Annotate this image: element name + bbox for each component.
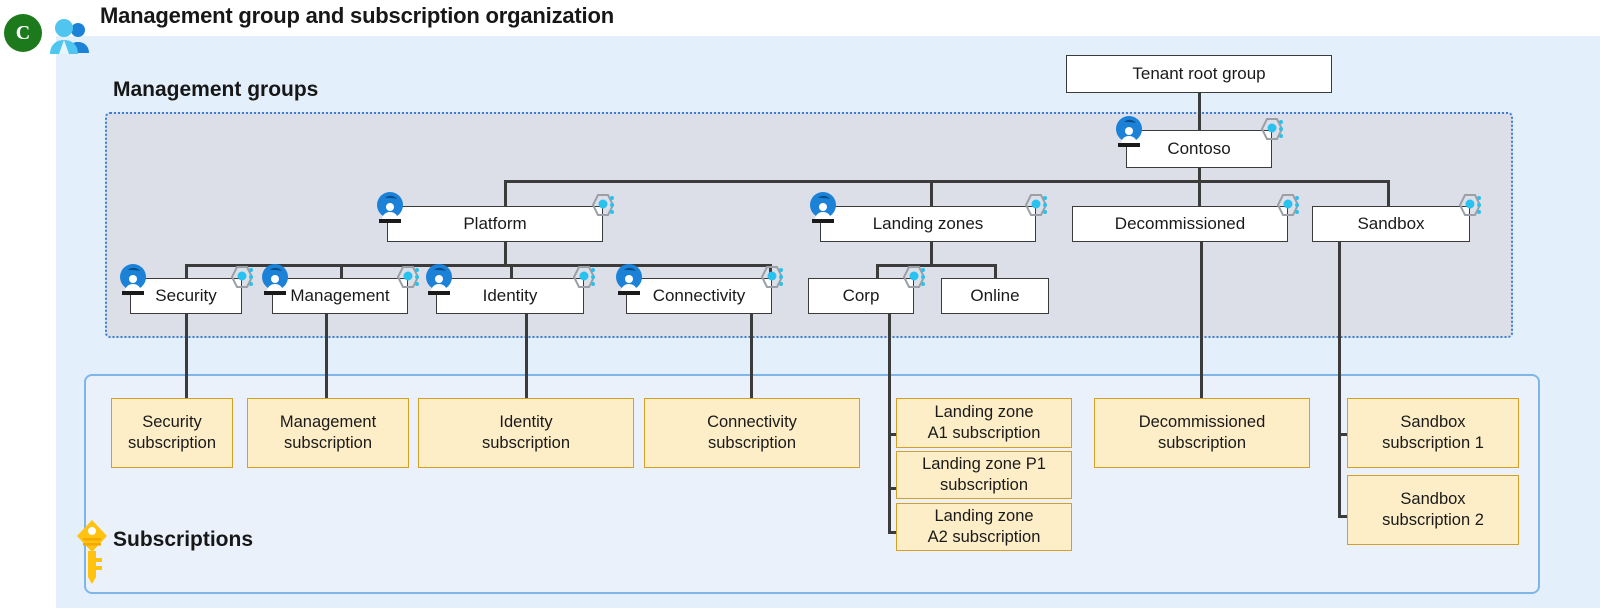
node-platform[interactable]: Platform bbox=[377, 192, 615, 242]
node-contoso[interactable]: Contoso bbox=[1116, 116, 1284, 168]
connector-identity-subscription bbox=[525, 312, 528, 400]
policy-hexagon-icon bbox=[1455, 192, 1485, 222]
node-label: Decommissioned bbox=[1114, 214, 1246, 234]
node-security[interactable]: Security bbox=[120, 264, 254, 314]
connector-drop-identity bbox=[510, 264, 513, 280]
subscription-label: Management subscription bbox=[279, 413, 377, 452]
subscription-management[interactable]: Management subscription bbox=[247, 398, 409, 468]
connector-drop-corp bbox=[876, 264, 879, 280]
connector-drop-security bbox=[185, 264, 188, 280]
connector-decommissioned-subscription bbox=[1200, 240, 1203, 400]
policy-hexagon-icon bbox=[1257, 116, 1287, 146]
node-label: Landing zones bbox=[872, 214, 984, 234]
connector-landingzones-children-bus bbox=[876, 264, 996, 267]
subscription-label: Landing zone A1 subscription bbox=[927, 403, 1041, 442]
rbac-user-icon bbox=[1113, 115, 1145, 147]
connector-drop-platform bbox=[504, 180, 507, 207]
connector-drop-sandbox bbox=[1387, 180, 1390, 207]
rbac-user-icon bbox=[259, 263, 291, 295]
node-label: Identity bbox=[482, 286, 538, 306]
rbac-user-icon bbox=[117, 263, 149, 295]
subscription-label: Decommissioned subscription bbox=[1138, 413, 1266, 452]
connector-level2-bus bbox=[504, 180, 1390, 183]
connector-security-subscription bbox=[185, 312, 188, 400]
subscription-decommissioned[interactable]: Decommissioned subscription bbox=[1094, 398, 1310, 468]
policy-hexagon-icon bbox=[588, 192, 618, 222]
node-connectivity[interactable]: Connectivity bbox=[616, 264, 784, 314]
subscription-landing-zone-a1[interactable]: Landing zone A1 subscription bbox=[896, 398, 1072, 448]
subscription-label: Connectivity subscription bbox=[707, 413, 797, 452]
node-label: Online bbox=[970, 286, 1020, 306]
node-decommissioned[interactable]: Decommissioned bbox=[1072, 194, 1300, 242]
node-landing-zones[interactable]: Landing zones bbox=[810, 192, 1048, 242]
tenant-badge-icon: C bbox=[4, 14, 42, 52]
node-tenant-root-group[interactable]: Tenant root group bbox=[1066, 55, 1332, 93]
connector-contoso-down bbox=[1198, 166, 1201, 206]
subscription-connectivity[interactable]: Connectivity subscription bbox=[644, 398, 860, 468]
rbac-user-icon bbox=[613, 263, 645, 295]
connector-connectivity-subscription bbox=[750, 312, 753, 400]
subscription-label: Security subscription bbox=[127, 413, 217, 452]
key-icon bbox=[74, 518, 110, 584]
node-label: Tenant root group bbox=[1132, 64, 1266, 84]
policy-hexagon-icon bbox=[1273, 192, 1303, 222]
node-label: Contoso bbox=[1167, 139, 1231, 159]
policy-hexagon-icon bbox=[569, 264, 599, 294]
connector-platform-down bbox=[504, 240, 507, 266]
policy-hexagon-icon bbox=[393, 264, 423, 294]
subscription-label: Landing zone P1 subscription bbox=[922, 455, 1046, 494]
policy-hexagon-icon bbox=[757, 264, 787, 294]
connector-drop-landingzones bbox=[930, 180, 933, 207]
subscription-label: Sandbox subscription 1 bbox=[1382, 413, 1484, 452]
connector-platform-children-bus bbox=[185, 264, 771, 267]
policy-hexagon-icon bbox=[1021, 192, 1051, 222]
connector-corp-bus bbox=[888, 312, 891, 534]
node-label: Connectivity bbox=[652, 286, 746, 306]
subscription-identity[interactable]: Identity subscription bbox=[418, 398, 634, 468]
policy-hexagon-icon bbox=[227, 264, 257, 294]
rbac-user-icon bbox=[807, 191, 839, 223]
node-online[interactable]: Online bbox=[941, 278, 1049, 314]
connector-management-subscription bbox=[325, 312, 328, 400]
tenant-badge-letter: C bbox=[15, 21, 31, 44]
node-identity[interactable]: Identity bbox=[426, 264, 596, 314]
subscription-label: Landing zone A2 subscription bbox=[927, 507, 1041, 546]
connector-sandbox-sub2 bbox=[1338, 515, 1352, 518]
subscription-label: Sandbox subscription 2 bbox=[1382, 490, 1484, 529]
rbac-user-icon bbox=[423, 263, 455, 295]
connector-tenantroot-contoso bbox=[1198, 91, 1201, 133]
node-management[interactable]: Management bbox=[262, 264, 420, 314]
node-corp[interactable]: Corp bbox=[808, 266, 926, 314]
node-label: Corp bbox=[842, 286, 880, 306]
node-sandbox[interactable]: Sandbox bbox=[1312, 194, 1482, 242]
management-groups-label: Management groups bbox=[113, 78, 319, 101]
subscription-sandbox-2[interactable]: Sandbox subscription 2 bbox=[1347, 475, 1519, 545]
subscription-sandbox-1[interactable]: Sandbox subscription 1 bbox=[1347, 398, 1519, 468]
connector-sandbox-sub1 bbox=[1338, 433, 1352, 436]
node-label: Platform bbox=[463, 214, 527, 234]
subscription-landing-zone-p1[interactable]: Landing zone P1 subscription bbox=[896, 451, 1072, 499]
users-icon bbox=[48, 18, 94, 54]
connector-drop-online bbox=[994, 264, 997, 280]
subscription-landing-zone-a2[interactable]: Landing zone A2 subscription bbox=[896, 503, 1072, 551]
subscription-label: Identity subscription bbox=[481, 413, 571, 452]
rbac-user-icon bbox=[374, 191, 406, 223]
node-label: Sandbox bbox=[1357, 214, 1425, 234]
page-title: Management group and subscription organi… bbox=[100, 3, 614, 28]
subscription-security[interactable]: Security subscription bbox=[111, 398, 233, 468]
policy-hexagon-icon bbox=[899, 264, 929, 294]
connector-drop-management bbox=[340, 264, 343, 280]
node-label: Security bbox=[155, 286, 217, 306]
connector-sandbox-bus bbox=[1338, 240, 1341, 517]
connector-landingzones-down bbox=[930, 240, 933, 266]
subscriptions-label: Subscriptions bbox=[113, 528, 254, 551]
node-label: Management bbox=[290, 286, 390, 306]
